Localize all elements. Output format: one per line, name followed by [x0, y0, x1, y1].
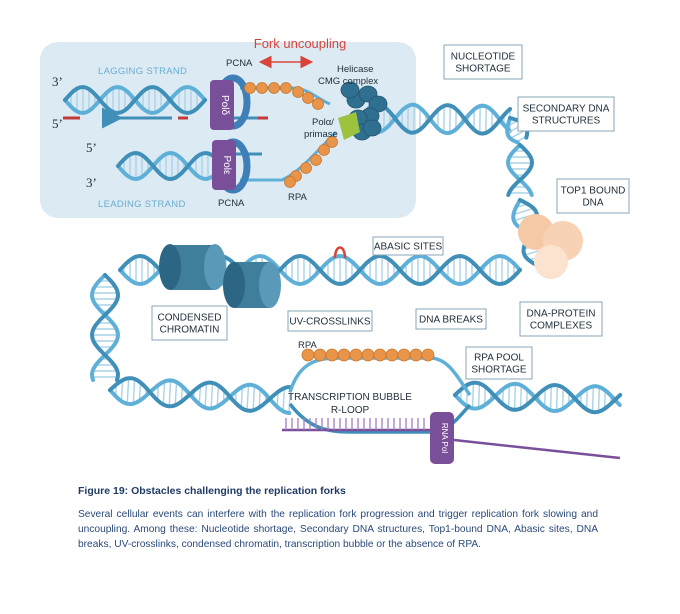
rpa-bubble-label: RPA [298, 340, 317, 351]
end-5-bottom: 5’ [86, 140, 97, 155]
dna-helices [63, 84, 623, 460]
lagging-strand-label: LAGGING STRAND [98, 66, 187, 77]
lagging-parent-helix [63, 84, 207, 116]
helix-right-vertical [505, 143, 535, 197]
top1-protein [518, 214, 583, 279]
pol-alpha-primase [338, 112, 360, 140]
label-text: COMPLEXES [530, 321, 593, 332]
label-text: TOP1 BOUND [561, 186, 626, 197]
helicase-label-2: CMG complex [318, 76, 378, 87]
leading-parent-helix [116, 150, 214, 182]
helix-bottom-right [453, 380, 623, 415]
pcna-top-label: PCNA [226, 58, 253, 69]
label-text: SHORTAGE [455, 64, 511, 75]
helix-bottom-left [108, 376, 293, 415]
rna-pol: RNA Pol [430, 412, 454, 464]
abasic-site-mark [333, 246, 347, 259]
label-text: DNA BREAKS [419, 315, 483, 326]
end-3-bottom: 3’ [86, 175, 97, 190]
label-uv-crosslinks: UV-CROSSLINKS [287, 310, 373, 332]
caption-body: Several cellular events can interfere wi… [78, 509, 598, 550]
label-text: STRUCTURES [532, 116, 601, 127]
transcription-label-2: R-LOOP [331, 405, 370, 416]
r-loop-rna [285, 418, 425, 430]
label-text: SECONDARY DNA [523, 104, 610, 115]
end-3-top: 3’ [52, 74, 63, 89]
fork-uncoupling-label: Fork uncoupling [254, 36, 347, 51]
label-text: SHORTAGE [471, 365, 527, 376]
label-text: CHROMATIN [160, 325, 220, 336]
caption-title: Figure 19: Obstacles challenging the rep… [78, 485, 346, 497]
leading-strand-label: LEADING STRAND [98, 199, 186, 210]
label-text: UV-CROSSLINKS [289, 317, 370, 328]
pcna-bottom-label: PCNA [218, 198, 245, 209]
label-text: DNA [582, 198, 603, 209]
label-text: ABASIC SITES [374, 242, 443, 253]
pol-epsilon: Polε [212, 140, 236, 190]
label-dna-breaks: DNA BREAKS [415, 308, 487, 330]
label-text: NUCLEOTIDE [451, 52, 516, 63]
pol-alpha-label-1: Polα/ [312, 117, 334, 128]
pol-alpha-label-2: primase [304, 129, 338, 140]
rpa-beads-bubble [301, 348, 435, 362]
end-5-top: 5’ [52, 116, 63, 131]
rpa-beads-inset [244, 82, 338, 188]
nucleosome-2 [223, 262, 281, 308]
helicase-label-1: Helicase [337, 64, 373, 75]
figure-caption: Figure 19: Obstacles challenging the rep… [78, 485, 598, 552]
rna-pol-label: RNA Pol [440, 423, 449, 453]
label-abasic-sites: ABASIC SITES [372, 236, 444, 256]
label-text: DNA-PROTEIN [527, 309, 596, 320]
pol-delta: Polδ [210, 80, 234, 130]
label-text: CONDENSED [158, 313, 222, 324]
pol-delta-label: Polδ [219, 95, 230, 115]
nucleosome-1 [159, 244, 226, 290]
helicase-cmg [340, 81, 388, 141]
rpa-inset-label: RPA [288, 192, 307, 203]
replication-diagram: Fork uncoupling LAGGING STRAND LEADING S… [40, 36, 630, 464]
helix-left-vertical [89, 273, 121, 382]
label-text: RPA POOL [474, 353, 524, 364]
transcription-label-1: TRANSCRIPTION BUBBLE [288, 392, 412, 403]
pol-epsilon-label: Polε [221, 156, 232, 175]
